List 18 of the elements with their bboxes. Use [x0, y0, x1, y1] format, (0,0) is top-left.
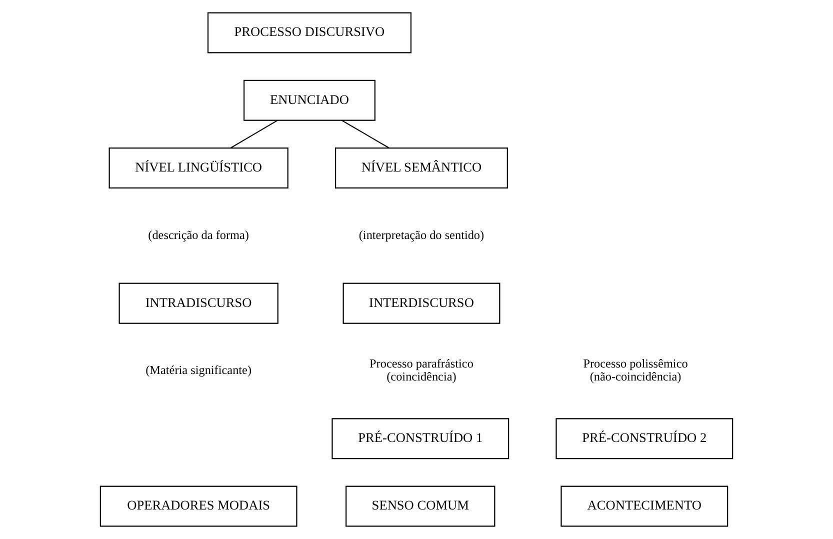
node-box: INTERDISCURSO — [342, 282, 500, 324]
node-box: SENSO COMUM — [346, 486, 496, 527]
label: Processo polissêmico (não-coincidência) — [583, 356, 688, 384]
node-label: (interpretação do sentido) — [358, 228, 484, 242]
node-box: NÍVEL SEMÂNTICO — [335, 148, 508, 189]
node-box: PRÉ-CONSTRUÍDO 2 — [556, 418, 734, 460]
node-box: PRÉ-CONSTRUÍDO 1 — [332, 418, 510, 460]
node-box: PROCESSO DISCURSIVO — [207, 12, 412, 54]
node-box: NÍVEL LINGÜÍSTICO — [108, 148, 288, 189]
node-label: (descrição da forma) — [148, 228, 249, 242]
node-box: INTRADISCURSO — [118, 282, 278, 324]
label: Processo parafrástico (coincidência) — [370, 356, 474, 384]
node-label: (Matéria significante) — [146, 363, 252, 378]
connector — [342, 120, 390, 148]
node-box: OPERADORES MODAIS — [100, 486, 298, 527]
node-box: ACONTECIMENTO — [560, 486, 728, 527]
connector — [230, 120, 278, 148]
node-box: ENUNCIADO — [244, 80, 376, 121]
